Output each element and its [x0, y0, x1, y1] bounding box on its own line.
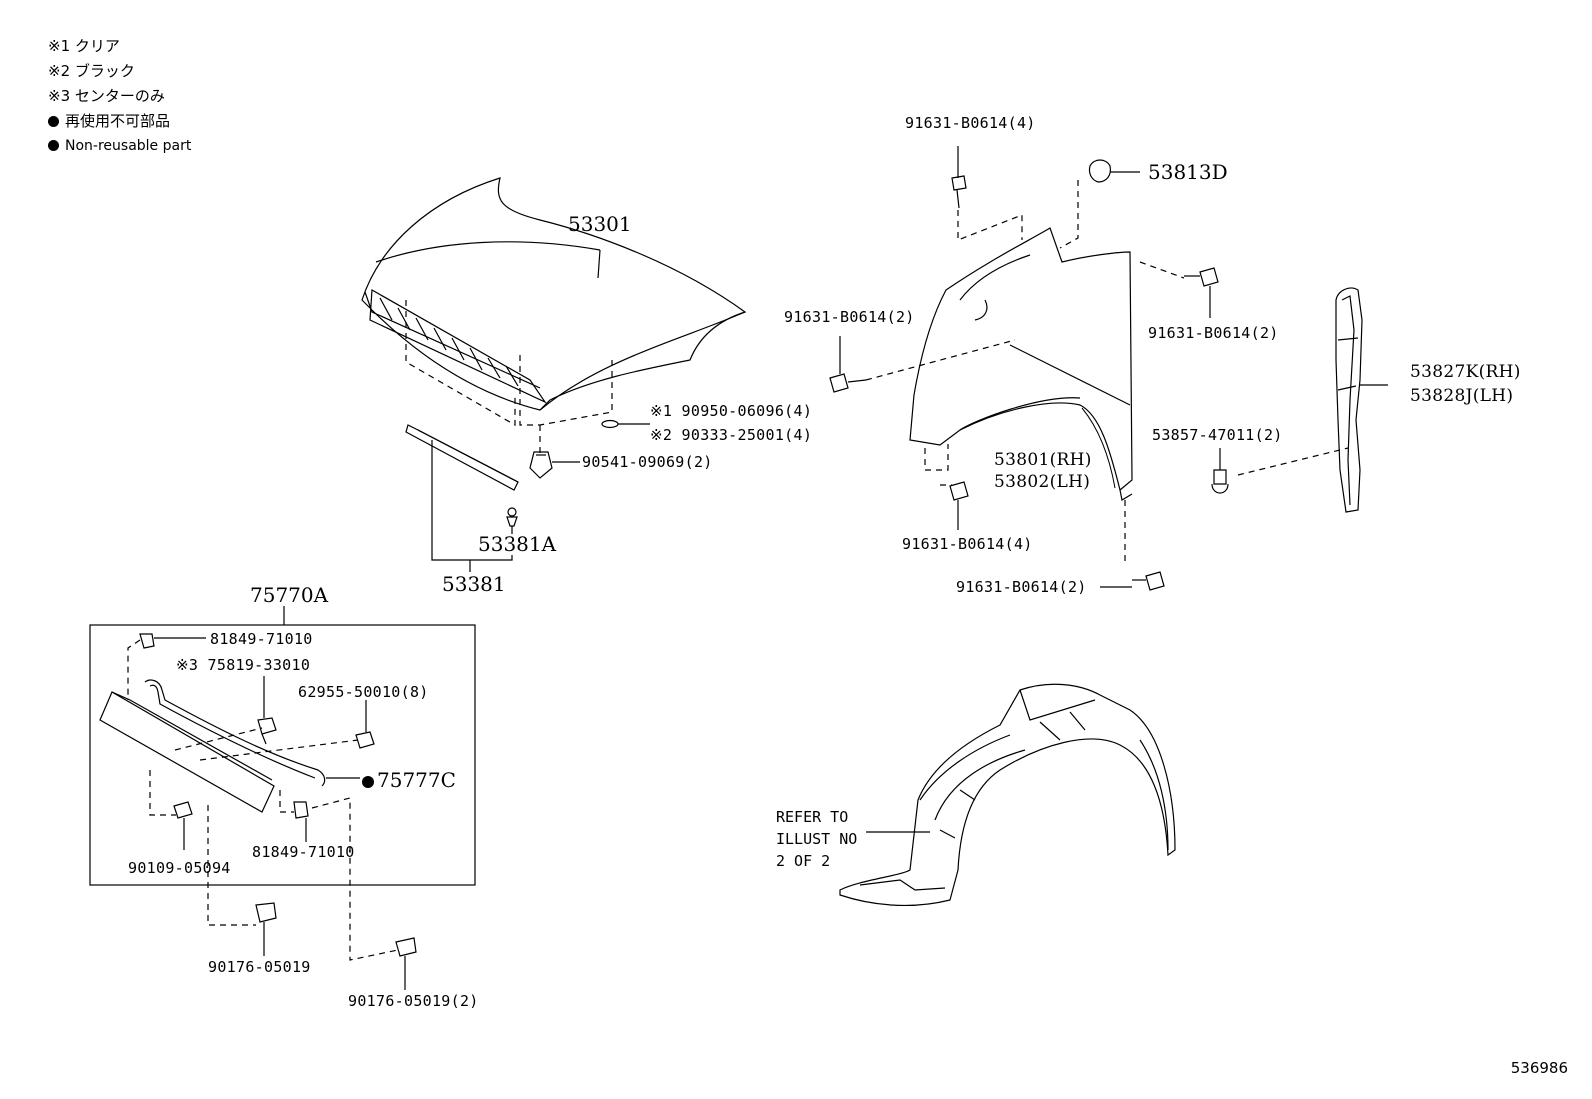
refer-to-illustration-note: REFER TO ILLUST NO 2 OF 2 — [776, 806, 857, 872]
hood-support-rod — [405, 424, 519, 491]
part-label-91631-top[interactable]: 91631-B0614(4) — [905, 114, 1036, 132]
clip-81849-bottom — [293, 801, 309, 819]
bolt-91631-top — [951, 175, 967, 209]
part-label-53381A[interactable]: 53381A — [478, 532, 557, 556]
part-label-81849-bottom[interactable]: 81849-71010 — [252, 843, 355, 861]
bolt-91631-bottom1 — [949, 481, 969, 501]
bolt-91631-right — [1184, 267, 1219, 287]
part-label-91631-right[interactable]: 91631-B0614(2) — [1148, 324, 1279, 342]
hood-dashed-leaders — [405, 300, 613, 455]
part-label-90541[interactable]: 90541-09069(2) — [582, 453, 713, 471]
part-label-90176-b[interactable]: 90176-05019(2) — [348, 992, 479, 1010]
screw-75819 — [257, 717, 277, 745]
part-label-90176-a[interactable]: 90176-05019 — [208, 958, 311, 976]
legend: ※1 クリア ※2 ブラック ※3 センターのみ 再使用不可部品 Non-reu… — [48, 34, 191, 159]
clip-53857 — [1211, 469, 1229, 494]
part-label-53801[interactable]: 53801(RH) — [994, 450, 1092, 470]
part-label-53301[interactable]: 53301 — [568, 212, 632, 236]
emblem-group-box — [89, 624, 476, 886]
part-label-53857[interactable]: 53857-47011(2) — [1152, 426, 1283, 444]
clip-62955 — [355, 731, 375, 749]
note-line: 2 OF 2 — [776, 852, 831, 870]
hood-panel — [361, 177, 747, 411]
legend-text: Non-reusable part — [65, 138, 192, 154]
part-label-53802[interactable]: 53802(LH) — [994, 472, 1091, 492]
part-label-91631-left[interactable]: 91631-B0614(2) — [784, 308, 915, 326]
part-label-90333[interactable]: ※2 90333-25001(4) — [650, 426, 813, 444]
fender-dashed-leaders — [865, 180, 1349, 565]
legend-item-non-reusable-en: Non-reusable part — [48, 134, 191, 159]
part-label-90950[interactable]: ※1 90950-06096(4) — [650, 402, 813, 420]
part-label-53381[interactable]: 53381 — [442, 572, 506, 596]
molding-75777C — [144, 679, 326, 787]
legend-item-non-reusable-jp: 再使用不可部品 — [48, 109, 191, 134]
legend-item-clear: ※1 クリア — [48, 37, 120, 55]
clip-90176-b — [395, 937, 417, 957]
group-dashed-leaders — [127, 639, 399, 961]
part-label-75777C-text: 75777C — [377, 768, 456, 792]
front-fender — [909, 227, 1133, 501]
part-label-90109[interactable]: 90109-05094 — [128, 859, 231, 877]
legend-text: 再使用不可部品 — [65, 112, 171, 130]
cushion-90950 — [601, 419, 619, 429]
bolt-91631-left — [829, 373, 867, 393]
part-label-62955[interactable]: 62955-50010(8) — [298, 683, 429, 701]
clip-81849-top — [139, 633, 155, 649]
figure-number: 536986 — [1510, 1059, 1568, 1077]
legend-item-black: ※2 ブラック — [48, 62, 135, 80]
part-label-81849-top[interactable]: 81849-71010 — [210, 630, 313, 648]
fender-seal — [1335, 287, 1363, 513]
bullet-icon — [48, 116, 59, 127]
bolt-91631-bottom2 — [1132, 571, 1165, 591]
part-label-53828J[interactable]: 53828J(LH) — [1410, 386, 1514, 406]
bullet-icon — [48, 140, 59, 151]
clip-90176-a — [255, 902, 277, 923]
legend-item-center-only: ※3 センターのみ — [48, 87, 165, 105]
non-reusable-icon — [362, 776, 374, 788]
part-label-91631-bottom1[interactable]: 91631-B0614(4) — [902, 535, 1033, 553]
note-line: REFER TO — [776, 808, 849, 826]
part-label-53827K[interactable]: 53827K(RH) — [1410, 362, 1521, 382]
clip-53813D — [1088, 159, 1111, 183]
part-label-53813D[interactable]: 53813D — [1148, 160, 1228, 184]
screw-90109 — [173, 801, 193, 850]
part-label-91631-bottom2[interactable]: 91631-B0614(2) — [956, 578, 1087, 596]
clip-90541 — [529, 451, 553, 479]
part-label-75819[interactable]: ※3 75819-33010 — [176, 656, 311, 674]
part-label-75777C[interactable]: 75777C — [362, 768, 456, 792]
clip-53381A — [506, 507, 518, 527]
part-label-75770A[interactable]: 75770A — [250, 583, 329, 607]
fender-liner — [839, 683, 1176, 907]
grille-plate — [99, 691, 275, 813]
note-line: ILLUST NO — [776, 830, 858, 848]
